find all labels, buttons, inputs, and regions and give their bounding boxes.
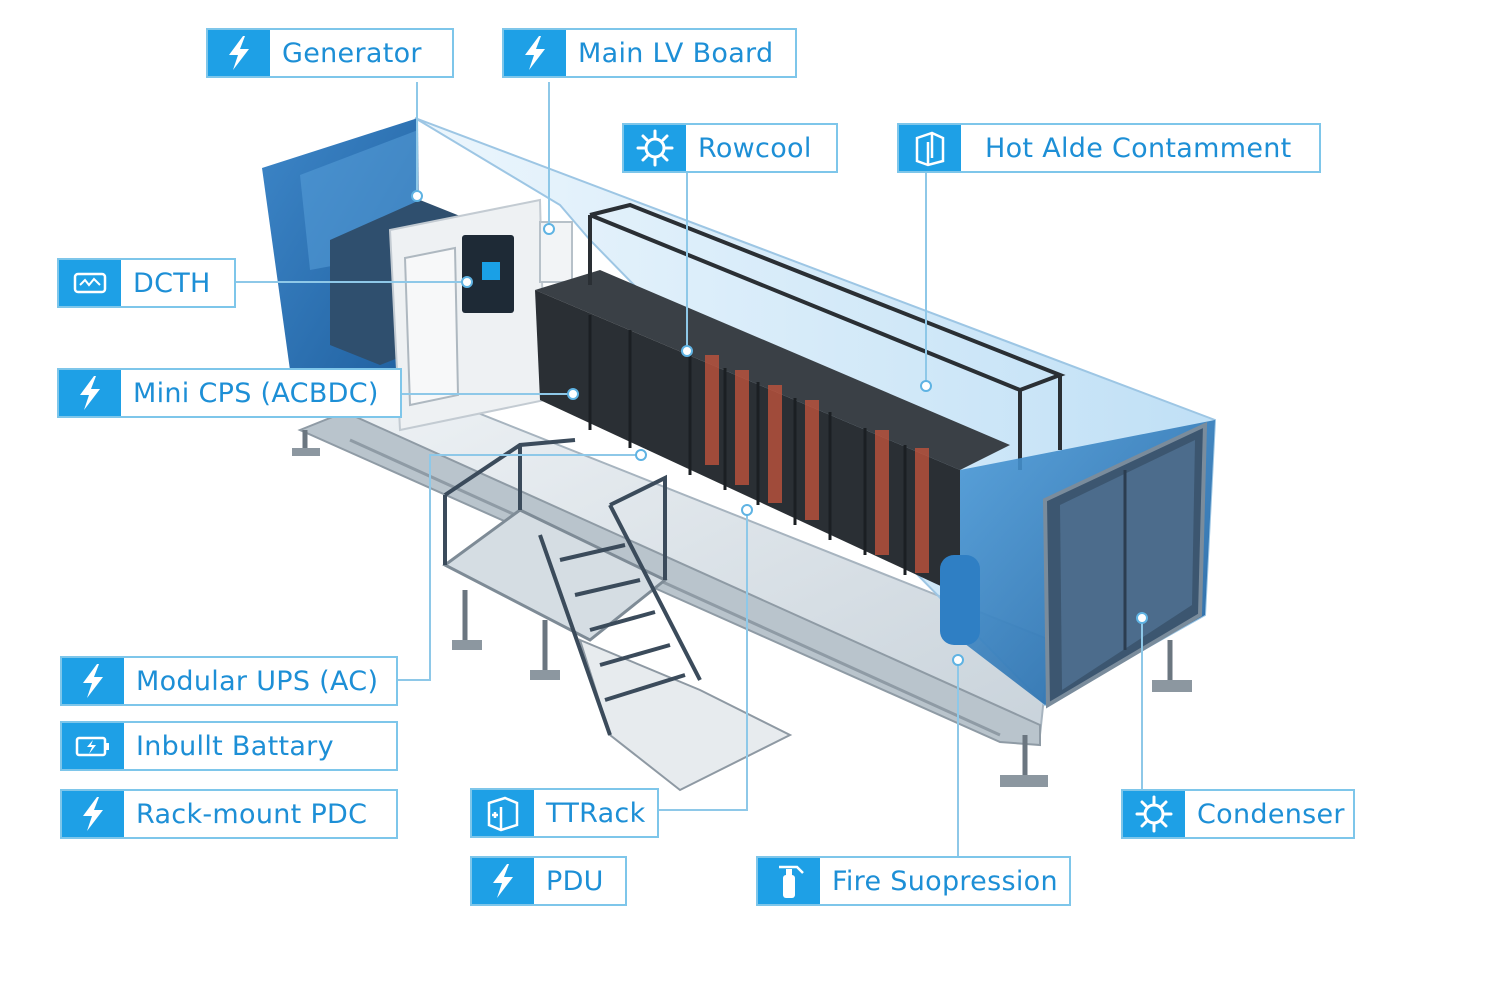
battery-icon (62, 723, 124, 769)
rack-row-top (535, 270, 1010, 470)
interior-door (403, 246, 460, 407)
leader-lines (236, 82, 1143, 881)
callout-label: Rack-mount PDC (136, 798, 368, 830)
callout-condenser: Condenser (1121, 789, 1355, 839)
snowflake-gear-icon (624, 125, 686, 171)
callout-ttrack: TTRack (470, 788, 659, 838)
fire-suppression-tank (940, 555, 980, 645)
callout-label: Rowcool (698, 132, 812, 164)
leader-dots (411, 190, 1148, 666)
callout-label: Fire Suopression (832, 865, 1058, 897)
lightning-icon (208, 30, 270, 76)
callout-modular-ups: Modular UPS (AC) (60, 656, 398, 706)
callout-label: PDU (546, 865, 604, 897)
callout-label: Mini CPS (ACBDC) (133, 377, 379, 409)
extinguisher-icon (758, 858, 820, 904)
callout-label: Modular UPS (AC) (136, 665, 379, 697)
rack-icon (472, 790, 534, 836)
callout-label: DCTH (133, 267, 211, 299)
callout-pdu: PDU (470, 856, 627, 906)
callout-label: Inbullt Battary (136, 730, 334, 762)
monitor-icon (59, 260, 121, 306)
callout-label: Condenser (1197, 798, 1345, 830)
lightning-icon (59, 370, 121, 416)
callout-label: Hot Alde Contamment (985, 132, 1292, 164)
lightning-icon (62, 791, 124, 837)
callout-hot-aisle-containment: Hot Alde Contamment (897, 123, 1321, 173)
callout-rack-mount-pdc: Rack-mount PDC (60, 789, 398, 839)
callout-label: TTRack (546, 797, 646, 829)
snowflake-gear-icon (1123, 791, 1185, 837)
callout-inbuilt-battery: Inbullt Battary (60, 721, 398, 771)
callout-label: Generator (282, 37, 422, 69)
entry-stairs (443, 438, 702, 736)
callout-dcth: DCTH (57, 258, 236, 308)
lightning-icon (62, 658, 124, 704)
lightning-icon (504, 30, 566, 76)
rack-glow-stripes (705, 355, 929, 573)
lightning-icon (472, 858, 534, 904)
main-lv-board (539, 221, 573, 283)
callout-mini-cps: Mini CPS (ACBDC) (57, 368, 402, 418)
callout-main-lv-board: Main LV Board (502, 28, 797, 78)
callout-rowcool: Rowcool (622, 123, 838, 173)
enclosure-icon (899, 125, 961, 171)
callout-fire-suppression: Fire Suopression (756, 856, 1071, 906)
callout-generator: Generator (206, 28, 454, 78)
callout-label: Main LV Board (578, 37, 774, 69)
